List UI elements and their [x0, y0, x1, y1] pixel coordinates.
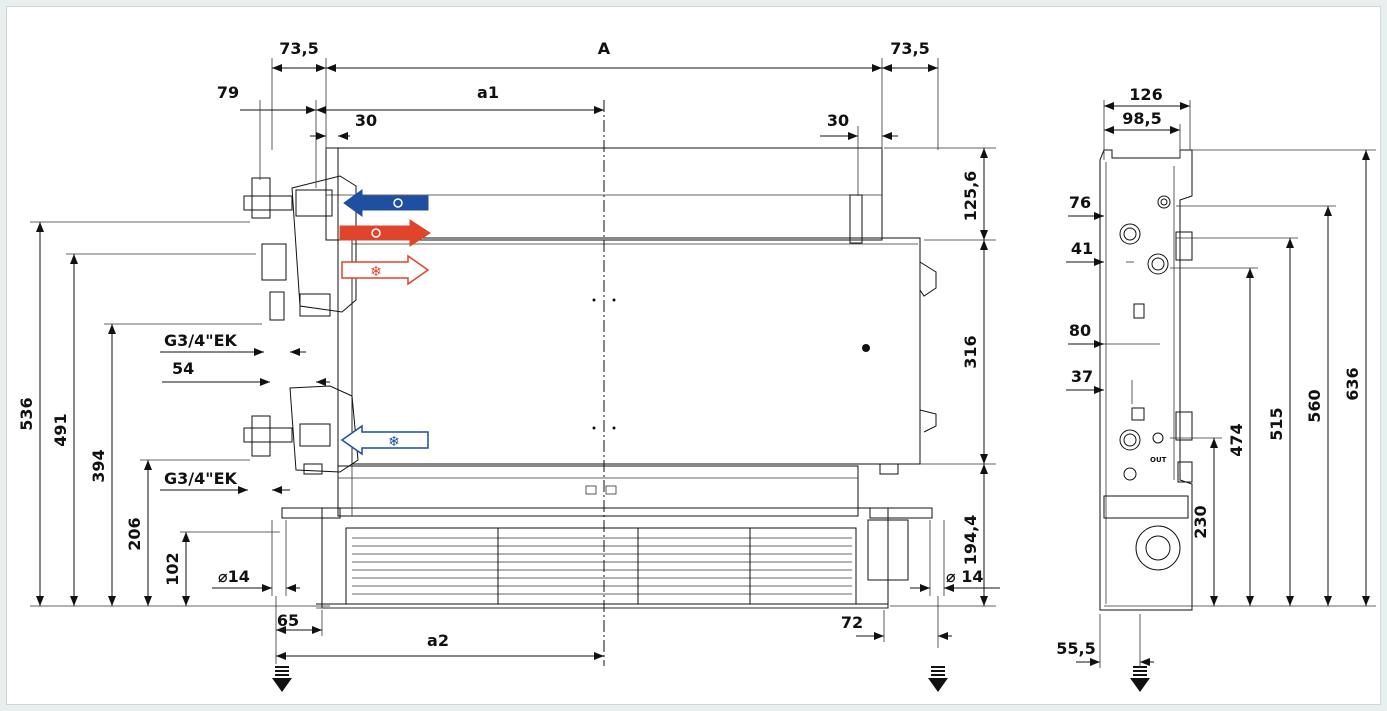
dim-inset-left: 30 — [355, 111, 377, 130]
top-dimensions: 73,5 A 73,5 79 a1 30 30 — [217, 39, 939, 196]
dim-foot-right: 72 — [841, 613, 863, 632]
side-dim-d37: 37 — [1071, 367, 1093, 386]
dim-h491: 491 — [51, 413, 70, 446]
cold-return-arrow — [340, 424, 429, 456]
dim-h536: 536 — [17, 397, 36, 430]
drain-arrow-icon — [272, 666, 292, 692]
hot-supply-arrow — [339, 219, 431, 247]
front-view-unit — [281, 147, 937, 609]
dim-foot-left: 65 — [277, 611, 299, 630]
side-out-label: OUT — [1150, 456, 1167, 464]
valve-assembly — [243, 175, 899, 475]
side-dim-d41: 41 — [1071, 239, 1093, 258]
side-dim-h560: 560 — [1305, 389, 1324, 422]
drain-arrow-icon — [1130, 666, 1150, 692]
cold-supply-arrow — [341, 254, 430, 286]
dim-h194: 194,4 — [961, 515, 980, 566]
side-dim-h636: 636 — [1343, 367, 1362, 400]
bottom-dimensions: 65 a2 72 — [275, 596, 952, 664]
side-dim-h230: 230 — [1191, 505, 1210, 538]
dim-h316: 316 — [961, 335, 980, 368]
dim-h206: 206 — [125, 517, 144, 550]
right-dimensions: 125,6 316 194,4 ⌀ 14 — [884, 147, 1000, 607]
dim-pipe-offset: 79 — [217, 83, 239, 102]
side-dim-d80: 80 — [1069, 321, 1091, 340]
dim-inset-right: 30 — [827, 111, 849, 130]
hot-return-arrow — [343, 189, 429, 217]
dim-width-a: A — [598, 39, 611, 58]
dim-drain-left: ⌀14 — [218, 567, 250, 586]
dim-right-offset: 73,5 — [890, 39, 929, 58]
side-dim-h474: 474 — [1227, 423, 1246, 456]
dim-drain-right: ⌀ 14 — [946, 567, 983, 586]
dim-h394: 394 — [89, 449, 108, 482]
side-dim-h515: 515 — [1267, 407, 1286, 440]
sun-icon — [371, 228, 381, 238]
side-dim-d76: 76 — [1069, 193, 1091, 212]
dim-spacing: 54 — [172, 359, 194, 378]
dim-h125: 125,6 — [961, 171, 980, 222]
dim-half-a2: a2 — [427, 631, 449, 650]
snowflake-icon: ❄ — [370, 264, 382, 280]
snowflake-icon: ❄ — [388, 434, 400, 450]
side-dim-depth: 126 — [1129, 85, 1162, 104]
side-dimensions: 126 98,5 76 41 80 37 55,5 636 560 515 47… — [1056, 85, 1376, 668]
dim-left-offset: 73,5 — [279, 39, 318, 58]
side-view-unit: OUT — [1099, 149, 1193, 611]
drain-arrow-icon — [928, 666, 948, 692]
side-dim-d55: 55,5 — [1056, 639, 1095, 658]
dim-conn-upper: G3/4"EK — [164, 331, 238, 350]
dim-half-a1: a1 — [477, 83, 499, 102]
dim-h102: 102 — [163, 552, 182, 585]
sun-icon — [393, 198, 403, 208]
dim-conn-lower: G3/4"EK — [164, 469, 238, 488]
side-dim-depth-inner: 98,5 — [1122, 109, 1161, 128]
left-dimensions: 536 491 394 206 102 G3/4"EK 54 G3/4"EK ⌀… — [17, 221, 330, 607]
